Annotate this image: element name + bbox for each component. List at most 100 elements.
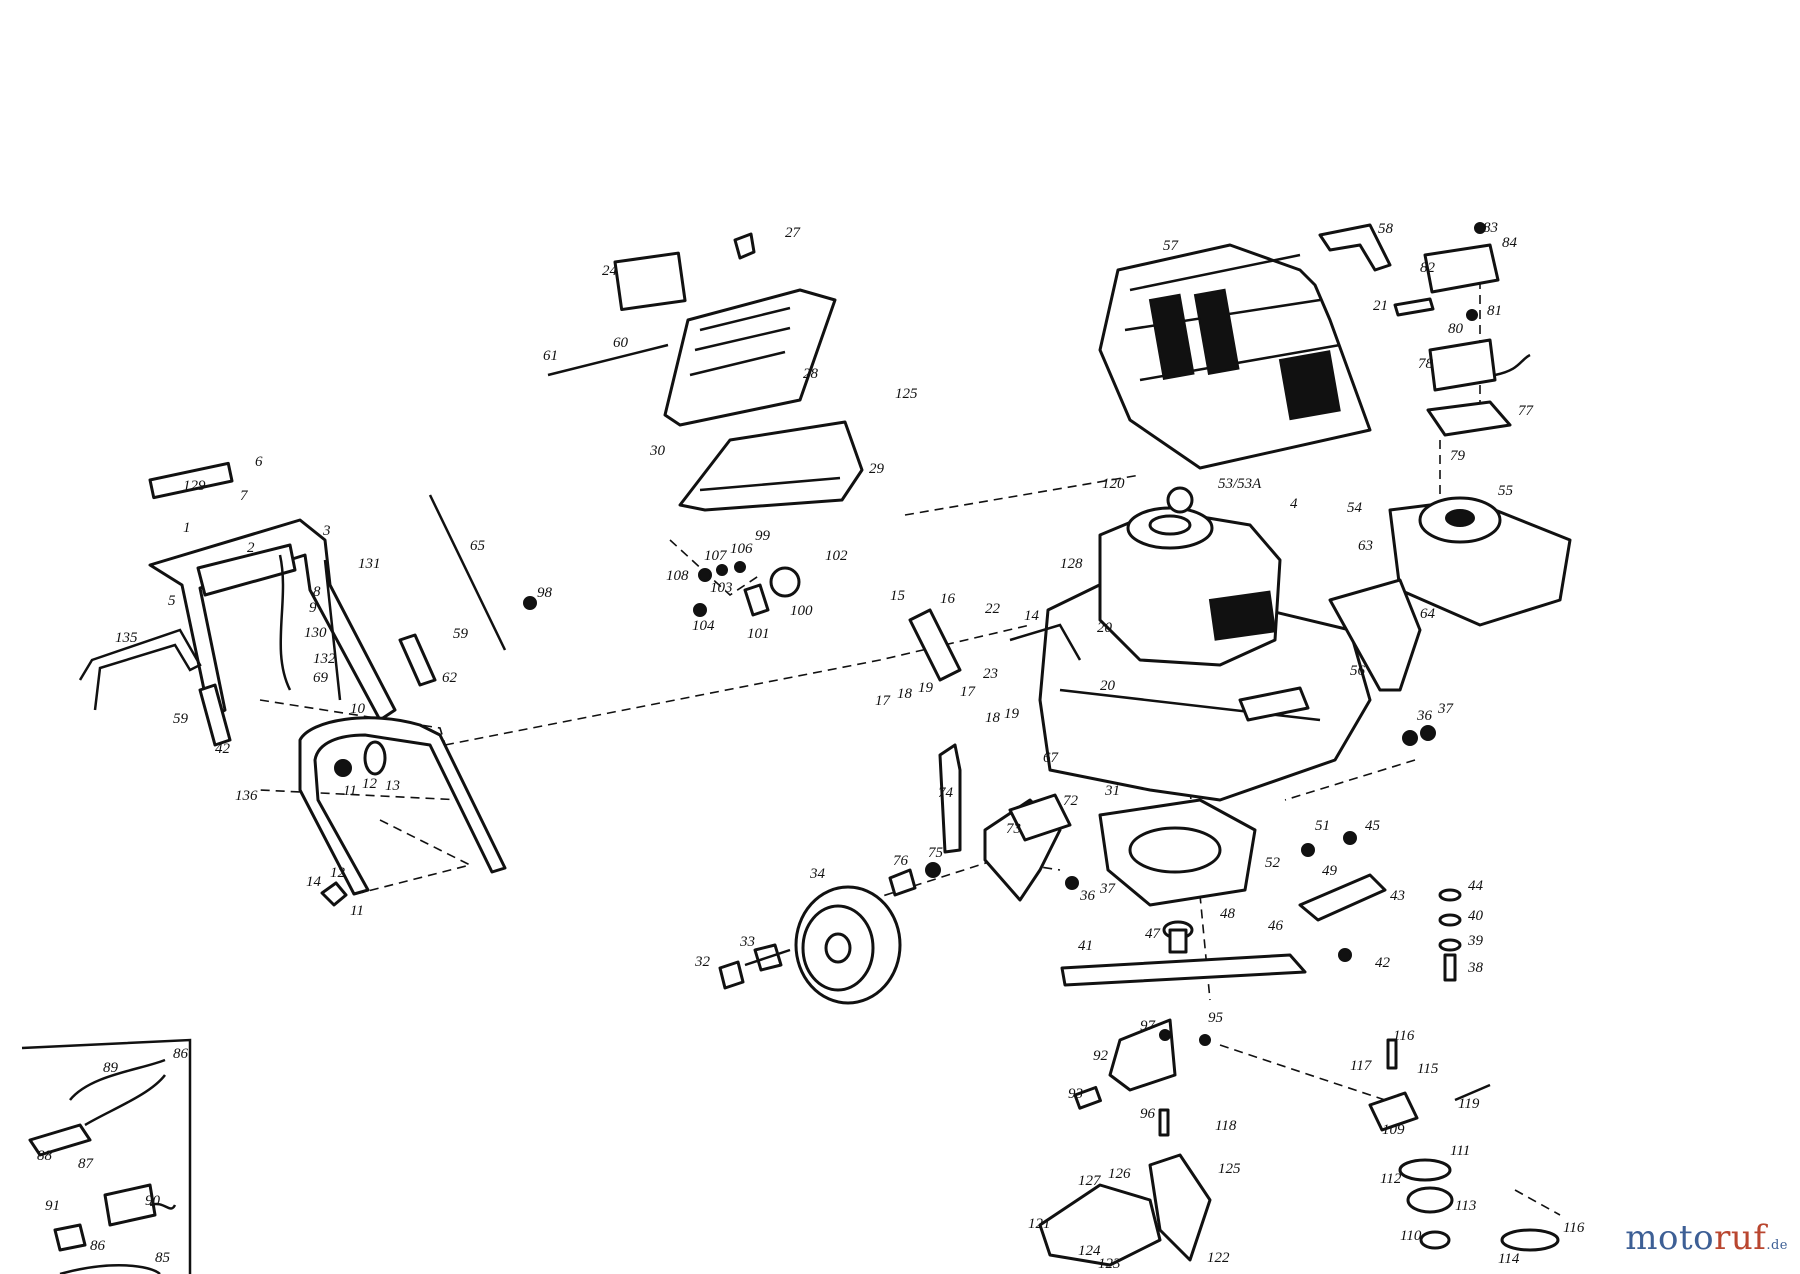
handle-knob (363, 740, 387, 776)
part-callout-69: 69 (313, 670, 329, 686)
part-callout-8: 8 (313, 584, 321, 600)
part-callout-42: 42 (215, 741, 231, 757)
bag-rod (547, 343, 669, 377)
part-callout-106: 106 (730, 541, 753, 557)
part-callout-123: 123 (1098, 1256, 1121, 1272)
bracket-109 (1368, 1091, 1419, 1132)
part-callout-10: 10 (350, 701, 366, 717)
part-callout-13: 13 (385, 778, 400, 794)
part-callout-93: 93 (1068, 1086, 1083, 1102)
bracket-43 (1298, 873, 1387, 922)
watermark-part-b: ruf (1714, 1218, 1767, 1258)
part-callout-84: 84 (1502, 235, 1518, 251)
part-callout-81: 81 (1487, 303, 1502, 319)
part-callout-61: 61 (543, 348, 558, 364)
part-callout-20: 20 (1100, 678, 1116, 694)
rear-wheel-assembly (718, 885, 902, 1005)
filler-cap (1166, 486, 1194, 514)
part-callout-89: 89 (103, 1060, 119, 1076)
part-callout-44: 44 (1468, 878, 1484, 894)
switch-box-assembly (1393, 222, 1531, 437)
part-callout-99: 99 (755, 528, 771, 544)
part-callout-12: 12 (362, 776, 378, 792)
part-callout-42: 42 (1375, 955, 1391, 971)
bracket-64 (1328, 578, 1422, 692)
grass-bag-assembly (547, 232, 864, 617)
part-callout-14: 14 (306, 874, 322, 890)
bag-frame (663, 288, 837, 427)
part-callout-128: 128 (1060, 556, 1083, 572)
part-callout-65: 65 (470, 538, 486, 554)
part-callout-38: 38 (1467, 960, 1484, 976)
grass-catcher-housing (1098, 223, 1392, 470)
part-callout-119: 119 (1458, 1096, 1480, 1112)
part-callout-60: 60 (613, 335, 629, 351)
part-callout-114: 114 (1498, 1251, 1520, 1267)
part-callout-90: 90 (145, 1193, 161, 1209)
part-callout-22: 22 (985, 601, 1001, 617)
part-callout-125: 125 (1218, 1161, 1241, 1177)
part-callout-46: 46 (1268, 918, 1284, 934)
part-callout-101: 101 (747, 626, 770, 642)
part-callout-73: 73 (1006, 821, 1021, 837)
part-callout-33: 33 (739, 934, 755, 950)
part-callout-39: 39 (1467, 933, 1484, 949)
part-callout-86: 86 (90, 1238, 106, 1254)
part-callout-56: 56 (1350, 663, 1366, 679)
part-callout-108: 108 (666, 568, 689, 584)
part-callout-126: 126 (1108, 1166, 1131, 1182)
part-callout-55: 55 (1498, 483, 1514, 499)
part-callout-11: 11 (343, 783, 357, 799)
watermark-part-a: moto (1625, 1218, 1715, 1258)
part-callout-19: 19 (1004, 706, 1020, 722)
part-callout-45: 45 (1365, 818, 1381, 834)
part-callout-30: 30 (649, 443, 666, 459)
part-callout-32: 32 (694, 954, 711, 970)
part-callout-97: 97 (1140, 1018, 1157, 1034)
part-callout-18: 18 (897, 686, 913, 702)
part-callout-91: 91 (45, 1198, 60, 1214)
part-callout-47: 47 (1145, 926, 1162, 942)
part-callout-80: 80 (1448, 321, 1464, 337)
adjuster-lever-74 (938, 743, 962, 854)
part-callout-64: 64 (1420, 606, 1436, 622)
part-callout-112: 112 (1380, 1171, 1402, 1187)
part-callout-36: 36 (1079, 888, 1096, 904)
height-adjuster-assembly (888, 743, 1079, 902)
bag-pulley (769, 566, 801, 598)
part-callout-36: 36 (1416, 708, 1433, 724)
part-callout-4: 4 (1290, 496, 1298, 512)
guard-122 (1148, 1153, 1212, 1262)
part-callout-9: 9 (309, 600, 317, 616)
part-callout-67: 67 (1043, 750, 1060, 766)
part-callout-87: 87 (78, 1156, 95, 1172)
part-callout-107: 107 (704, 548, 728, 564)
part-callout-77: 77 (1518, 403, 1535, 419)
part-callout-104: 104 (692, 618, 715, 634)
part-callout-115: 115 (1417, 1061, 1439, 1077)
part-callout-103: 103 (710, 580, 733, 596)
part-callout-2: 2 (247, 540, 255, 556)
part-callout-113: 113 (1455, 1198, 1476, 1214)
pulley-112 (1398, 1158, 1452, 1182)
part-callout-43: 43 (1390, 888, 1405, 904)
part-callout-16: 16 (940, 591, 956, 607)
part-callout-111: 111 (1450, 1143, 1470, 1159)
part-callout-92: 92 (1093, 1048, 1109, 1064)
catcher-grip (1318, 223, 1392, 272)
watermark-part-c: .de (1766, 1238, 1788, 1253)
part-callout-28: 28 (803, 366, 819, 382)
part-callout-95: 95 (1208, 1010, 1224, 1026)
part-callout-121: 121 (1028, 1216, 1051, 1232)
blade-41 (1060, 953, 1307, 987)
part-callout-12: 12 (330, 865, 346, 881)
cable (428, 494, 507, 651)
blade-assembly (1060, 831, 1462, 987)
part-callout-5: 5 (168, 593, 176, 609)
part-callout-57: 57 (1163, 238, 1180, 254)
part-callout-23: 23 (983, 666, 998, 682)
part-callout-116: 116 (1563, 1220, 1585, 1236)
part-callout-76: 76 (893, 853, 909, 869)
